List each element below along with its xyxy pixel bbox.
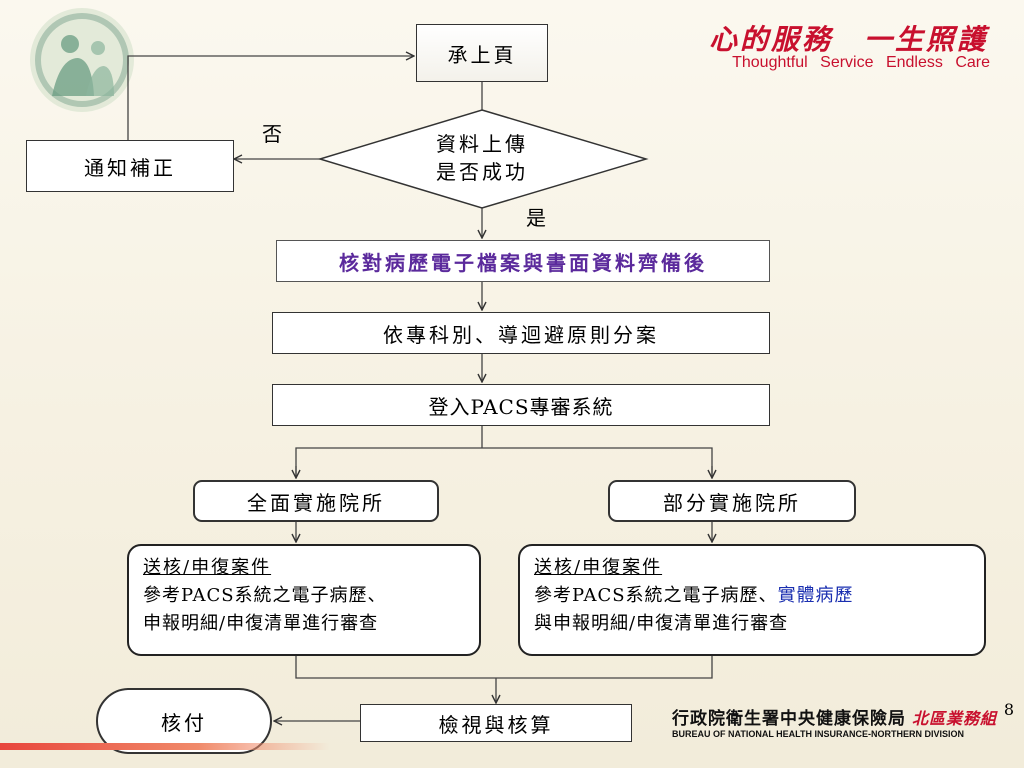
full-impl-box: 全面實施院所 xyxy=(193,480,439,522)
review-calc-label: 檢視與核算 xyxy=(438,712,554,737)
partial-note-physical-records: 實體病歷 xyxy=(777,585,854,606)
partial-note-line1: 參考PACS系統之電子病歷、實體病歷 xyxy=(534,582,970,610)
tagline-en: Thoughtful Service Endless Care xyxy=(732,54,990,71)
partial-impl-box: 部分實施院所 xyxy=(608,480,856,522)
nhi-logo xyxy=(30,8,134,112)
decision-line1: 資料上傳 xyxy=(436,132,528,156)
full-note-line2: 申報明細/申復清單進行審查 xyxy=(143,613,379,634)
decision-line2: 是否成功 xyxy=(436,160,528,184)
decision-diamond xyxy=(317,109,649,209)
label-yes: 是 xyxy=(526,206,546,230)
org-name-en: BUREAU OF NATIONAL HEALTH INSURANCE-NORT… xyxy=(672,729,964,739)
org-name-zh: 行政院衛生署中央健康保險局北區業務組 xyxy=(672,704,997,729)
loop-connector xyxy=(127,56,414,140)
notify-correction-box: 通知補正 xyxy=(26,140,234,192)
full-note-title: 送核/申復案件 xyxy=(143,557,272,578)
continue-from-prev-box: 承上頁 xyxy=(416,24,548,82)
partial-note-title: 送核/申復案件 xyxy=(534,557,663,578)
review-calc-box: 檢視與核算 xyxy=(360,704,632,742)
split-connector xyxy=(295,425,713,476)
verify-records-label: 核對病歷電子檔案與書面資料齊備後 xyxy=(339,250,707,275)
merge-connector xyxy=(295,656,713,703)
bottom-accent-bar xyxy=(0,743,330,750)
verify-records-box: 核對病歷電子檔案與書面資料齊備後 xyxy=(276,240,770,282)
continue-from-prev-label: 承上頁 xyxy=(447,42,517,67)
tagline-zh: 心的服務 一生照護 xyxy=(708,23,988,56)
partial-review-note: 送核/申復案件 參考PACS系統之電子病歷、實體病歷 與申報明細/申復清單進行審… xyxy=(518,544,986,656)
org-name-zh-text: 行政院衛生署中央健康保險局 xyxy=(672,709,906,729)
org-division-zh: 北區業務組 xyxy=(912,709,998,728)
login-pacs-label: 登入PACS專審系統 xyxy=(428,394,614,419)
decision-text: 資料上傳 是否成功 xyxy=(400,130,564,186)
approve-pay-label: 核付 xyxy=(161,710,207,735)
partial-note-line2: 與申報明細/申復清單進行審查 xyxy=(534,613,789,634)
login-pacs-box: 登入PACS專審系統 xyxy=(272,384,770,426)
partial-impl-label: 部分實施院所 xyxy=(663,490,801,515)
full-note-line1: 參考PACS系統之電子病歷、 xyxy=(143,585,387,606)
label-no: 否 xyxy=(262,122,282,146)
assign-cases-box: 依專科別、導迴避原則分案 xyxy=(272,312,770,354)
notify-correction-label: 通知補正 xyxy=(84,155,176,180)
full-review-note: 送核/申復案件 參考PACS系統之電子病歷、 申報明細/申復清單進行審查 xyxy=(127,544,481,656)
assign-cases-label: 依專科別、導迴避原則分案 xyxy=(383,322,659,347)
full-impl-label: 全面實施院所 xyxy=(247,490,385,515)
page-number: 8 xyxy=(1003,700,1014,719)
partial-note-line1-a: 參考PACS系統之電子病歷、 xyxy=(534,585,778,606)
